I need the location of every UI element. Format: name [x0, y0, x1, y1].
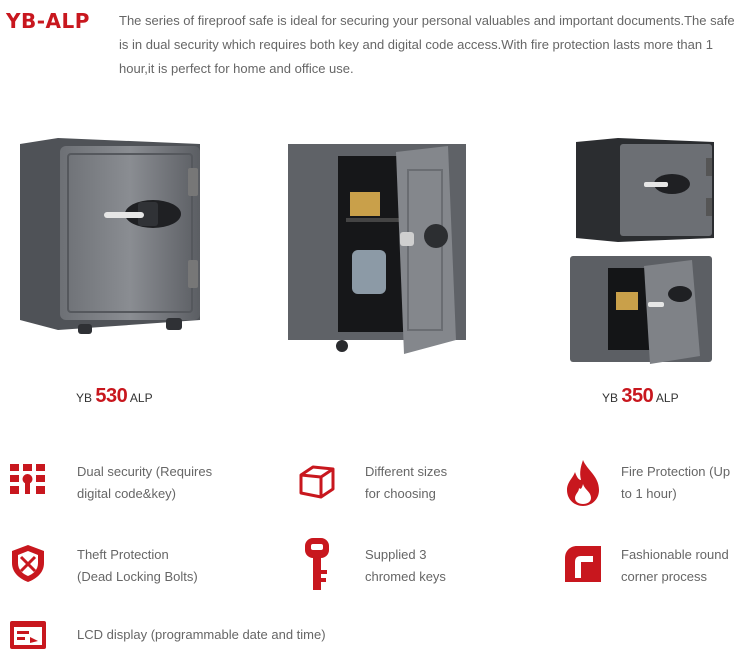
caption-suffix: ALP: [129, 391, 153, 405]
feature-line: for choosing: [365, 486, 436, 501]
caption-prefix: YB: [76, 391, 93, 405]
feature-lcd-display: LCD display (programmable date and time): [77, 624, 326, 646]
safe-530-closed-image: [18, 138, 203, 353]
lcd-display-icon: [8, 619, 48, 651]
feature-line: chromed keys: [365, 569, 446, 584]
feature-line: (Dead Locking Bolts): [77, 569, 198, 584]
feature-line: LCD display (programmable date and time): [77, 627, 326, 642]
key-icon: [302, 536, 332, 592]
feature-line: Theft Protection: [77, 547, 169, 562]
caption-suffix: ALP: [655, 391, 679, 405]
product-caption-350: YB 350 ALP: [602, 385, 679, 408]
feature-round-corner: Fashionable round corner process: [621, 544, 729, 588]
safe-350-open-image: [568, 254, 718, 366]
feature-different-sizes: Different sizes for choosing: [365, 461, 447, 505]
dual-security-icon: [8, 460, 48, 500]
model-title: YB-ALP: [6, 9, 90, 33]
round-corner-icon: [563, 544, 603, 584]
feature-line: Supplied 3: [365, 547, 427, 562]
box-sizes-icon: [297, 461, 337, 501]
safe-350-closed-image: [574, 138, 716, 244]
shield-icon: [8, 543, 48, 583]
feature-line: Dual security (Requires: [77, 464, 213, 479]
feature-line: to 1 hour): [621, 486, 677, 501]
intro-paragraph: The series of fireproof safe is ideal fo…: [119, 13, 735, 76]
feature-line: corner process: [621, 569, 707, 584]
caption-prefix: YB: [602, 391, 619, 405]
feature-theft-protection: Theft Protection (Dead Locking Bolts): [77, 544, 198, 588]
caption-number: 530: [95, 385, 128, 407]
caption-number: 350: [621, 385, 654, 407]
feature-dual-security: Dual security (Requires digital code&key…: [77, 461, 212, 505]
feature-line: Fashionable round: [621, 547, 729, 562]
flame-icon: [563, 458, 603, 508]
feature-line: Fire Protection (Up: [621, 464, 731, 479]
feature-fire-protection: Fire Protection (Up to 1 hour): [621, 461, 730, 505]
product-caption-530: YB 530 ALP: [76, 385, 153, 408]
feature-line: Different sizes: [365, 464, 448, 479]
feature-line: digital code&key): [77, 486, 176, 501]
feature-keys: Supplied 3 chromed keys: [365, 544, 446, 588]
safe-530-open-image: [286, 140, 476, 358]
